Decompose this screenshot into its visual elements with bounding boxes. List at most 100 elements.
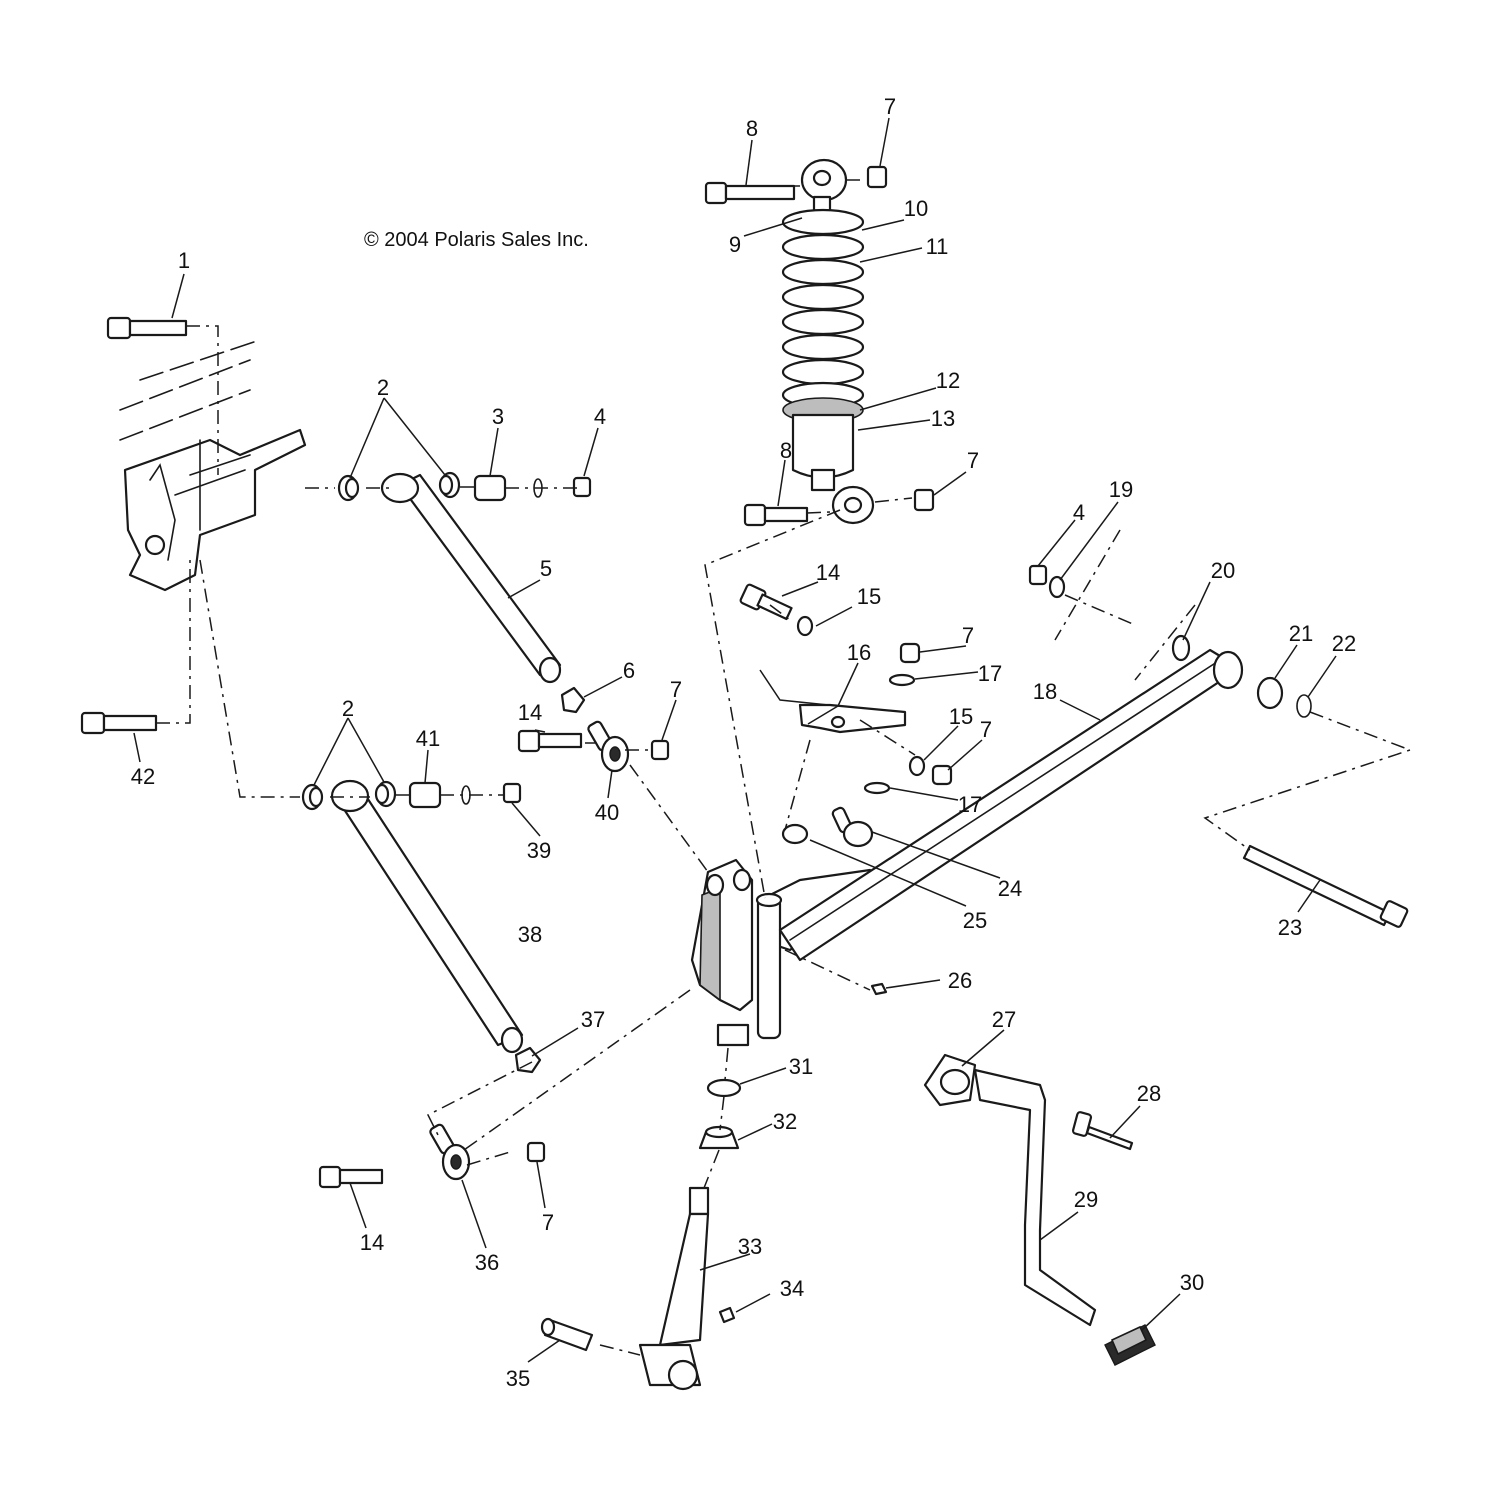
- callout-labels: 1 2 3 4 5 6 7 2 41 14 40 39 42 8 7 9 10 …: [131, 94, 1356, 1391]
- callout-21: 21: [1289, 621, 1313, 646]
- callout-26: 26: [948, 968, 972, 993]
- callout-17-lower: 17: [958, 792, 982, 817]
- callout-7-rod-lower: 7: [542, 1210, 554, 1235]
- sleeve-41: [408, 781, 442, 809]
- nut-7-arm-lower: [931, 764, 953, 786]
- callout-9: 9: [729, 232, 741, 257]
- bolt-8-upper: [704, 181, 796, 205]
- callout-2-upper: 2: [377, 375, 389, 400]
- callout-8-upper: 8: [746, 116, 758, 141]
- pin-35: [540, 1317, 594, 1352]
- frame-bracket: [119, 339, 307, 592]
- nut-4-trailing: [1028, 564, 1048, 586]
- pedal-pivot-27: [923, 1053, 977, 1107]
- bushing-21: [1256, 676, 1284, 710]
- callout-36: 36: [475, 1250, 499, 1275]
- callout-18: 18: [1033, 679, 1057, 704]
- callout-11: 11: [926, 234, 949, 259]
- callout-35: 35: [506, 1366, 530, 1391]
- callout-27: 27: [992, 1007, 1016, 1032]
- callout-2-lower: 2: [342, 696, 354, 721]
- callout-7-rod-upper: 7: [670, 677, 682, 702]
- oring-lower: [461, 785, 471, 805]
- bushing-25: [781, 823, 809, 845]
- callout-16: 16: [847, 640, 871, 665]
- bushing-2-lower-b: [374, 780, 397, 808]
- callout-42: 42: [131, 764, 155, 789]
- nut-4-upper: [572, 476, 592, 498]
- nut-7-arm-upper: [899, 642, 921, 664]
- bolt-14-middle: [517, 729, 583, 753]
- callout-34: 34: [780, 1276, 804, 1301]
- washer-17-lower: [863, 781, 891, 795]
- washer-15-upper: [796, 615, 814, 637]
- callout-6: 6: [623, 658, 635, 683]
- nut-7-shock-upper: [866, 165, 888, 189]
- callout-28: 28: [1137, 1081, 1161, 1106]
- callout-14-lower: 14: [360, 1230, 384, 1255]
- grease-fitting-26: [870, 982, 888, 996]
- upper-control-arm: [380, 472, 562, 684]
- callout-15-upper: 15: [857, 584, 881, 609]
- sleeve-3: [473, 474, 507, 502]
- callout-10: 10: [904, 196, 928, 221]
- trailing-arm: [778, 648, 1244, 962]
- leader-lines: [133, 117, 1337, 1363]
- seal-31: [706, 1078, 742, 1098]
- washer-17-upper: [888, 673, 916, 687]
- callout-7-shock-upper: 7: [884, 94, 896, 119]
- callout-38: 38: [518, 922, 542, 947]
- callout-23: 23: [1278, 915, 1302, 940]
- callout-13: 13: [931, 406, 955, 431]
- callout-32: 32: [773, 1109, 797, 1134]
- bolt-23: [1242, 844, 1409, 928]
- bolt-14-upper: [739, 583, 793, 621]
- nut-39: [502, 782, 522, 804]
- callout-29: 29: [1074, 1187, 1098, 1212]
- callout-17-upper: 17: [978, 661, 1002, 686]
- callout-14-upper: 14: [816, 560, 840, 585]
- stop-bolt-28: [1071, 1111, 1134, 1151]
- pedal-lever-29: [973, 1068, 1097, 1327]
- callout-20: 20: [1211, 558, 1235, 583]
- grease-fitting-34: [718, 1306, 736, 1324]
- callout-24: 24: [998, 876, 1022, 901]
- washer-20: [1171, 634, 1191, 662]
- callout-22: 22: [1332, 631, 1356, 656]
- bushing-2-upper-b: [438, 471, 461, 499]
- assembly-lines: [156, 179, 1413, 1356]
- callout-19: 19: [1109, 477, 1133, 502]
- bushing-32: [698, 1125, 740, 1150]
- bolt-42: [80, 711, 158, 735]
- bolt-8-lower: [743, 503, 809, 527]
- callout-8-lower: 8: [780, 438, 792, 463]
- nut-7-shock-lower: [913, 488, 935, 512]
- callout-3: 3: [492, 404, 504, 429]
- nut-7-rod-lower: [526, 1141, 546, 1163]
- rod-end-36: [429, 1123, 471, 1181]
- callout-4-trailing: 4: [1073, 500, 1085, 525]
- bolt-14-lower: [318, 1165, 384, 1189]
- callout-30: 30: [1180, 1270, 1204, 1295]
- callout-14-middle: 14: [518, 700, 542, 725]
- ball-joint-24: [831, 806, 874, 848]
- washer-19: [1048, 575, 1066, 599]
- callout-15-lower: 15: [949, 704, 973, 729]
- lower-control-arm: [330, 779, 524, 1054]
- bushing-2-lower-a: [301, 783, 324, 811]
- callout-25: 25: [963, 908, 987, 933]
- bushing-2-upper-a: [337, 474, 360, 502]
- callout-37: 37: [581, 1007, 605, 1032]
- spindle-shaft-33: [638, 1186, 710, 1391]
- callout-4-upper: 4: [594, 404, 606, 429]
- callout-7-shock-lower: 7: [967, 448, 979, 473]
- copyright-notice: © 2004 Polaris Sales Inc.: [364, 229, 589, 251]
- callout-5: 5: [540, 556, 552, 581]
- steering-arm-16: [798, 703, 907, 734]
- callout-33: 33: [738, 1234, 762, 1259]
- ring-22: [1296, 694, 1312, 718]
- callout-12: 12: [936, 368, 960, 393]
- bolt-1: [106, 316, 188, 340]
- pedal-pad-30: [1104, 1324, 1156, 1366]
